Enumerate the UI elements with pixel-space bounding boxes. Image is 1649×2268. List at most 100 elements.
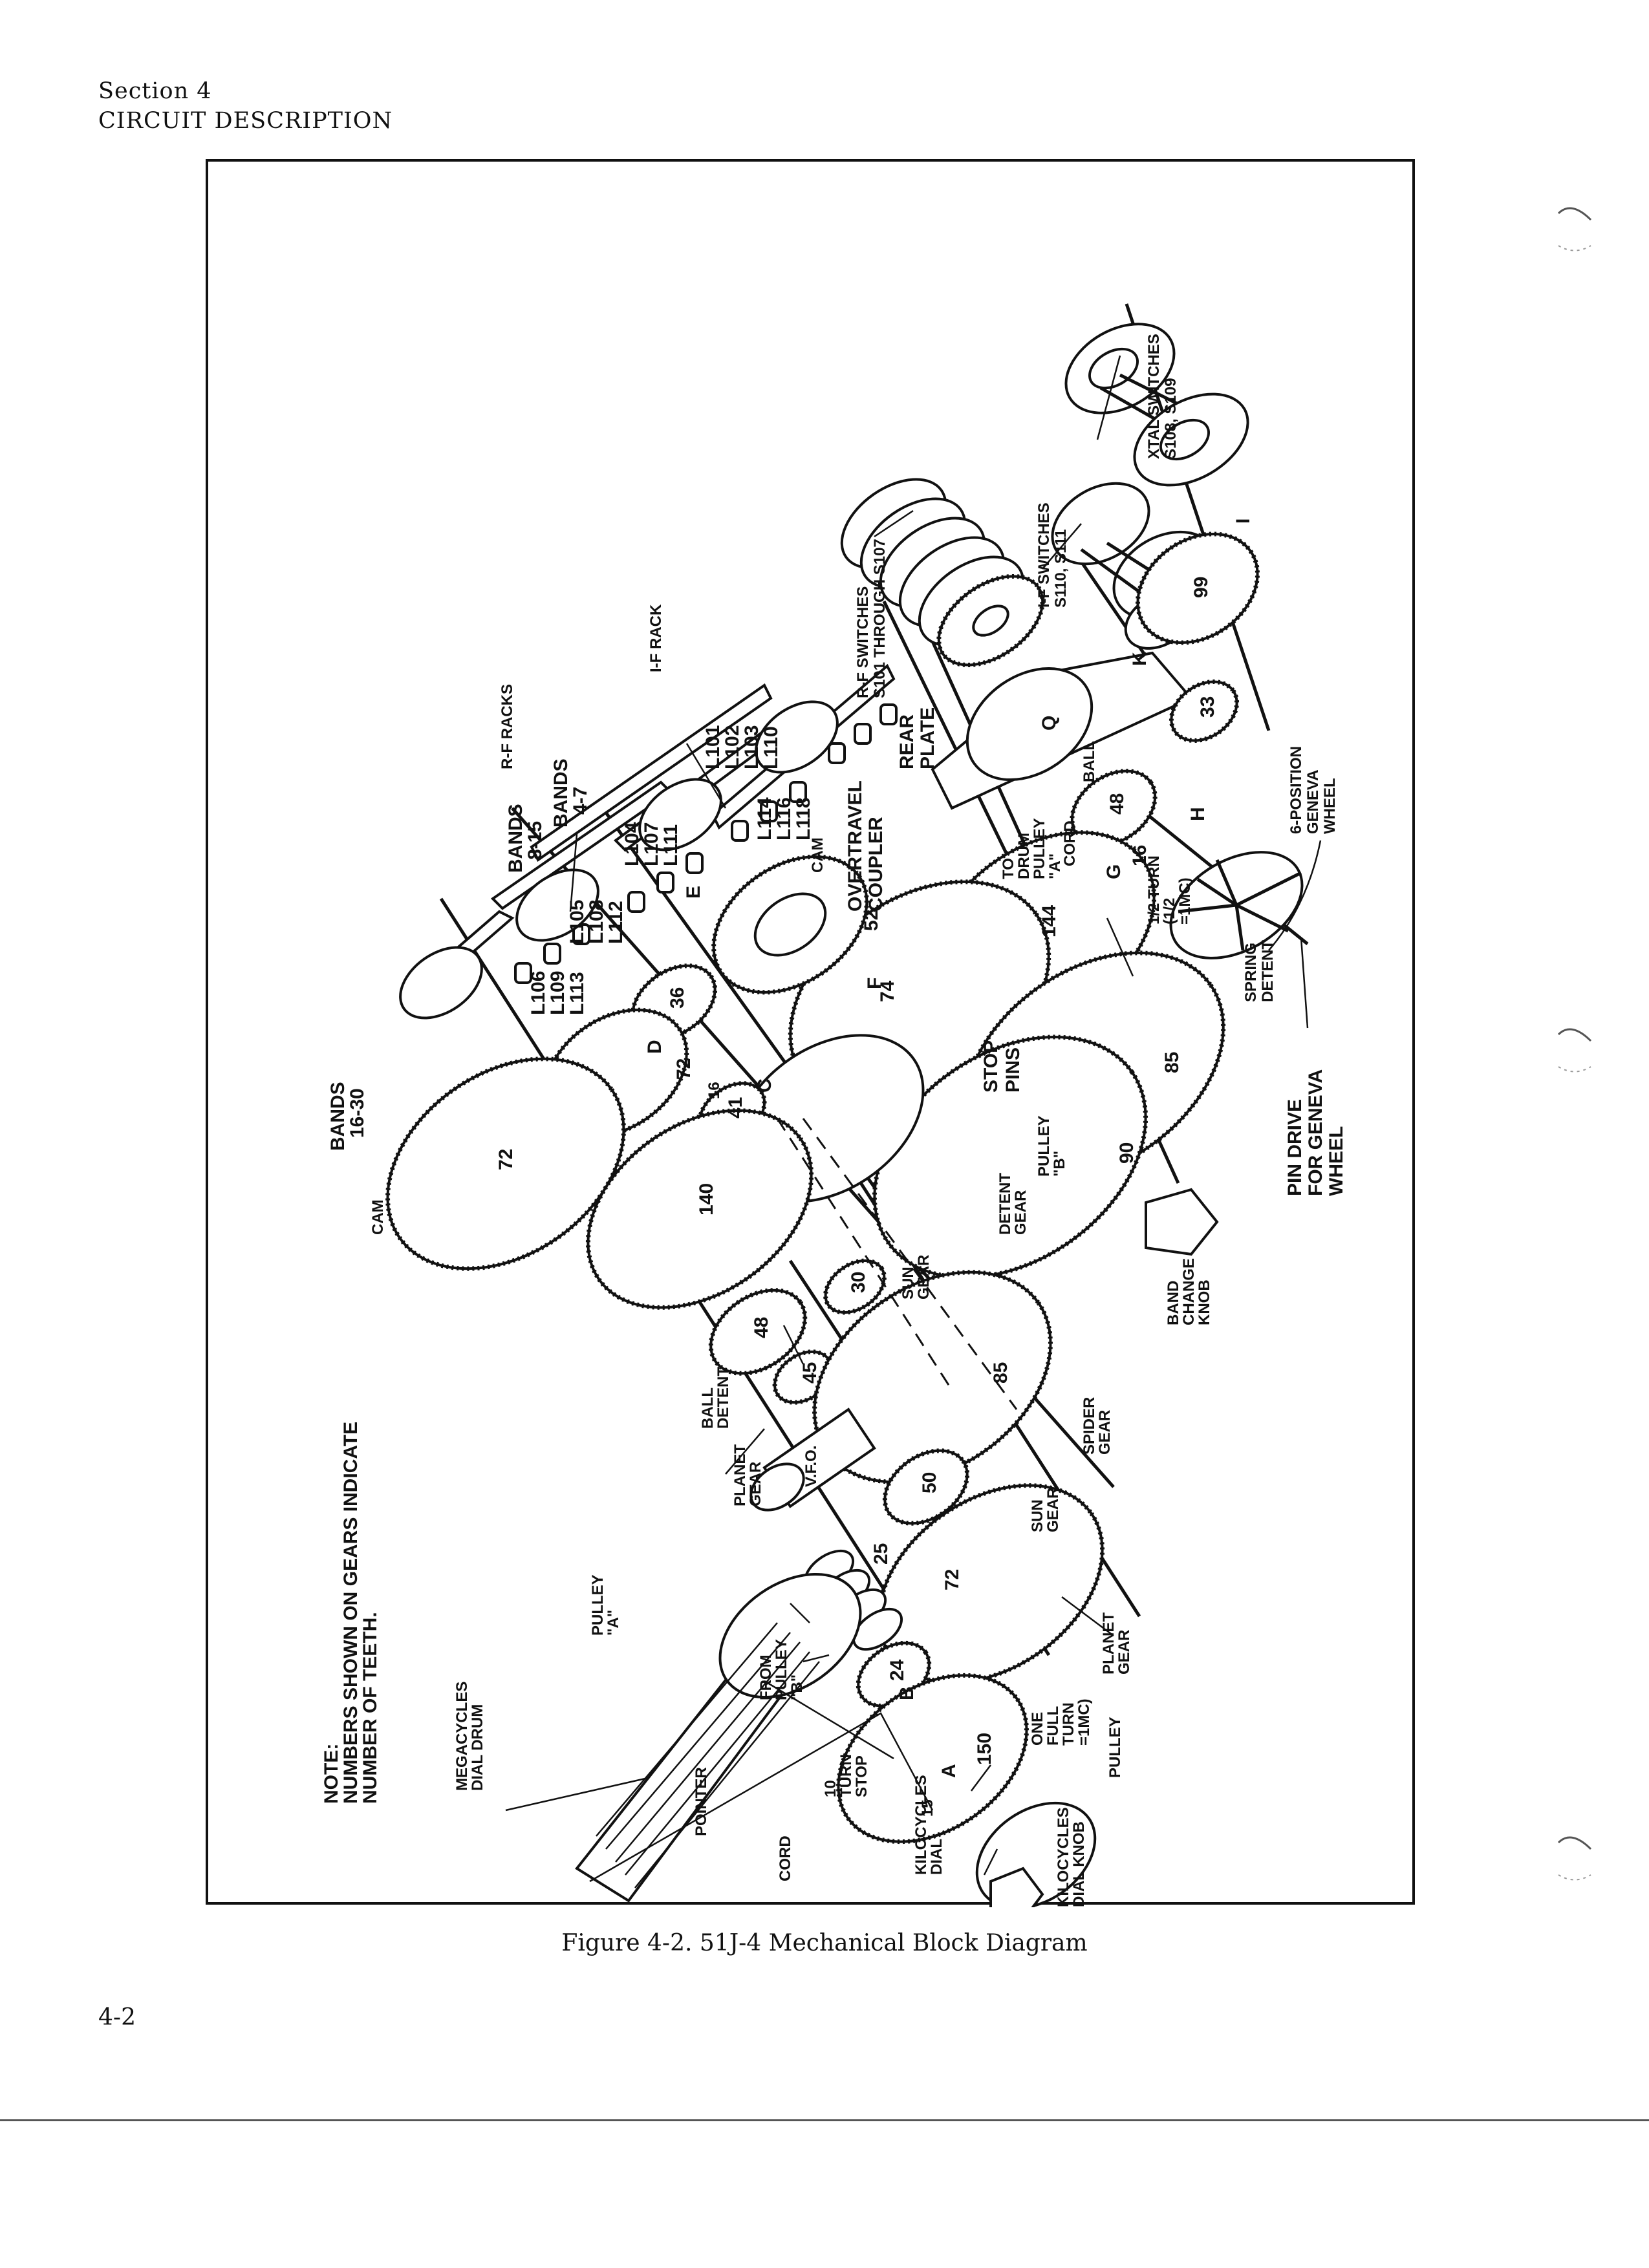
- svg-text:BANDS: BANDS: [550, 758, 572, 828]
- svg-text:L118: L118: [793, 797, 814, 840]
- svg-text:10: 10: [822, 1780, 839, 1797]
- svg-text:41: 41: [725, 1097, 746, 1118]
- label-vfo: V.F.O.: [803, 1446, 820, 1487]
- svg-text:L102: L102: [722, 725, 743, 769]
- svg-text:16: 16: [706, 1082, 723, 1099]
- svg-text:PULLEY: PULLEY: [1035, 1115, 1053, 1177]
- xtal-switch-assembly: [1064, 323, 1249, 487]
- page-number: 4-2: [98, 2004, 136, 2031]
- svg-text:CAM: CAM: [369, 1199, 387, 1235]
- svg-text:CORD: CORD: [1061, 820, 1079, 866]
- label-pulley-b: PULLEY "B": [1035, 1115, 1068, 1177]
- svg-text:COUPLER: COUPLER: [865, 817, 887, 912]
- svg-text:33: 33: [1197, 696, 1218, 718]
- svg-text:DETENT: DETENT: [1259, 940, 1277, 1002]
- svg-text:"B": "B": [788, 1674, 806, 1700]
- coil-cans: [514, 703, 898, 984]
- svg-text:XTAL SWITCHES: XTAL SWITCHES: [1145, 334, 1163, 459]
- svg-text:SUN: SUN: [900, 1267, 917, 1300]
- svg-text:99: 99: [1191, 577, 1212, 598]
- label-cam-upper: CAM: [809, 837, 826, 873]
- svg-text:S108, S109: S108, S109: [1162, 378, 1180, 459]
- svg-text:STOP: STOP: [980, 1040, 1002, 1093]
- svg-text:C: C: [754, 1078, 775, 1093]
- svg-text:GEAR: GEAR: [1116, 1630, 1133, 1674]
- svg-text:MEGACYCLES: MEGACYCLES: [453, 1682, 471, 1791]
- label-sun-gear-upper: SUN GEAR: [900, 1255, 932, 1300]
- svg-text:=1MC): =1MC): [1075, 1698, 1093, 1746]
- svg-text:KILOCYCLES: KILOCYCLES: [1055, 1807, 1072, 1907]
- svg-text:DIAL DRUM: DIAL DRUM: [469, 1704, 486, 1791]
- svg-text:GEAR: GEAR: [1096, 1410, 1114, 1455]
- coil-labels-c: L105 L108 L112: [566, 900, 627, 944]
- svg-text:FOR GENEVA: FOR GENEVA: [1305, 1069, 1326, 1196]
- svg-text:DIAL KNOB: DIAL KNOB: [1070, 1821, 1088, 1907]
- svg-text:72: 72: [673, 1058, 695, 1080]
- svg-text:BALL: BALL: [1081, 741, 1098, 782]
- svg-text:PULLEY: PULLEY: [1106, 1717, 1124, 1778]
- stop-pin-axis: [776, 1118, 953, 1391]
- svg-text:PLANET: PLANET: [1100, 1612, 1117, 1674]
- svg-text:PLATE: PLATE: [917, 707, 938, 769]
- label-spider-gear: SPIDER GEAR: [1081, 1397, 1114, 1455]
- svg-text:PIN DRIVE: PIN DRIVE: [1284, 1099, 1306, 1196]
- label-to-drum-pulley: TO DRUM PULLEY "A": [1000, 818, 1064, 879]
- svg-text:16-30: 16-30: [347, 1088, 368, 1138]
- label-leaders: [505, 355, 1309, 1876]
- svg-text:STOP: STOP: [853, 1755, 870, 1797]
- label-half-turn: 1/2 TURN (1/2 =1MC): [1145, 855, 1194, 925]
- svg-text:45: 45: [799, 1362, 821, 1384]
- svg-text:SUN: SUN: [1029, 1499, 1046, 1532]
- svg-text:DETENT: DETENT: [997, 1173, 1014, 1235]
- svg-text:(1/2: (1/2: [1161, 898, 1178, 925]
- svg-text:15: 15: [919, 1799, 936, 1817]
- svg-text:"B": "B": [1051, 1151, 1068, 1177]
- label-cord-lower: CORD: [777, 1835, 794, 1881]
- svg-text:SPRING: SPRING: [1242, 943, 1260, 1002]
- svg-text:24: 24: [887, 1659, 908, 1681]
- megacycles-dial-drum: [575, 1572, 862, 1903]
- label-xtal-switches: XTAL SWITCHES S108, S109: [1145, 334, 1180, 459]
- svg-text:D: D: [644, 1040, 665, 1054]
- svg-text:72: 72: [495, 1149, 517, 1170]
- svg-text:36: 36: [667, 987, 688, 1009]
- svg-text:GEAR: GEAR: [747, 1462, 764, 1506]
- label-geneva-wheel: 6-POSITION GENEVA WHEEL: [1288, 746, 1339, 834]
- gear-train: [385, 531, 1260, 1907]
- svg-text:90: 90: [1116, 1142, 1137, 1164]
- svg-text:L105: L105: [566, 900, 588, 944]
- svg-text:L108: L108: [586, 900, 607, 944]
- svg-text:25: 25: [870, 1543, 892, 1565]
- coil-labels-d: L106 L109 L113: [528, 971, 588, 1015]
- svg-text:30: 30: [848, 1272, 869, 1293]
- svg-text:L110: L110: [760, 726, 782, 769]
- svg-text:TURN: TURN: [1060, 1702, 1077, 1746]
- svg-text:Q: Q: [1039, 716, 1060, 731]
- mechanical-block-diagram: .g { fill: #fff; stroke: #111; stroke-wi…: [321, 303, 1347, 1907]
- label-cam-lower: CAM: [369, 1199, 387, 1235]
- svg-text:74: 74: [877, 980, 898, 1002]
- page-bottom-rule: [0, 2119, 1649, 2121]
- figure-frame: .g { fill: #fff; stroke: #111; stroke-wi…: [206, 159, 1415, 1907]
- svg-text:CORD: CORD: [777, 1835, 794, 1881]
- svg-text:TO: TO: [1000, 858, 1017, 879]
- label-rf-switches: R-F SWITCHES S101 THROUGH S107: [854, 539, 889, 698]
- svg-text:TURN: TURN: [837, 1754, 855, 1797]
- svg-text:DRUM: DRUM: [1015, 833, 1033, 879]
- svg-text:85: 85: [1161, 1052, 1183, 1073]
- label-if-switches: I-F SWITCHES S110, S111: [1035, 502, 1070, 608]
- svg-text:150: 150: [974, 1733, 995, 1765]
- binder-hole-mark: [1557, 1028, 1592, 1073]
- svg-text:6-POSITION: 6-POSITION: [1288, 746, 1305, 834]
- svg-text:K: K: [1129, 652, 1150, 666]
- label-sun-gear-lower: SUN GEAR: [1029, 1488, 1062, 1532]
- svg-text:SPIDER: SPIDER: [1081, 1397, 1098, 1455]
- svg-text:85: 85: [990, 1362, 1011, 1384]
- svg-text:BAND: BAND: [1165, 1281, 1182, 1325]
- svg-text:DETENT: DETENT: [715, 1367, 732, 1429]
- section-title: CIRCUIT DESCRIPTION: [98, 108, 393, 134]
- svg-text:KILOCYCLES: KILOCYCLES: [912, 1775, 930, 1875]
- svg-text:I-F SWITCHES: I-F SWITCHES: [1035, 502, 1053, 608]
- svg-text:PULLEY: PULLEY: [589, 1574, 607, 1636]
- svg-text:NUMBER OF TEETH.: NUMBER OF TEETH.: [360, 1612, 381, 1804]
